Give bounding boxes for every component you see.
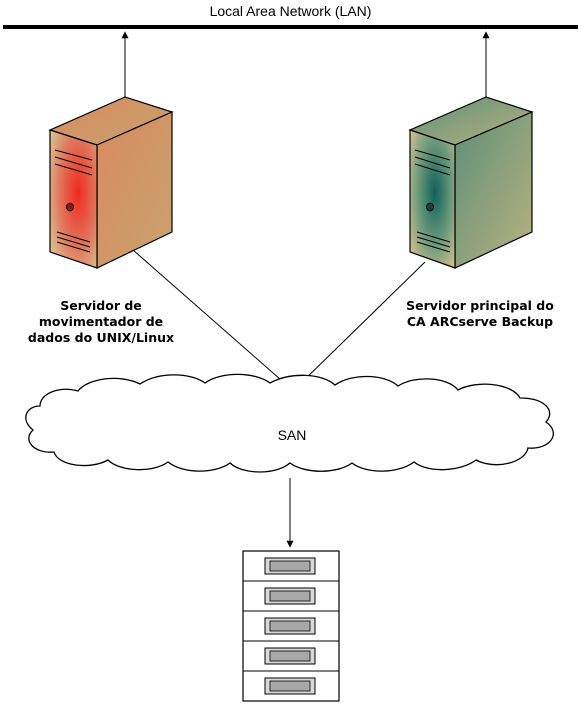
storage-array: [242, 550, 340, 702]
lan-title: Local Area Network (LAN): [209, 3, 372, 19]
storage-drive: [269, 560, 311, 572]
san-cloud: [25, 373, 554, 473]
storage-drive: [269, 680, 311, 692]
right-server-label: Servidor principal do CA ARCserve Backup: [406, 298, 554, 329]
right-server-san-link: [296, 261, 426, 388]
left-server-san-link: [132, 249, 290, 388]
unix-data-mover-server: [48, 96, 174, 269]
storage-drive: [269, 650, 311, 662]
left-server-label: Servidor de movimentador de dados do UNI…: [27, 298, 175, 345]
storage-drive: [269, 590, 311, 602]
san-label: SAN: [277, 427, 307, 443]
ca-arcserve-primary-server: [408, 96, 534, 269]
storage-drive: [269, 620, 311, 632]
